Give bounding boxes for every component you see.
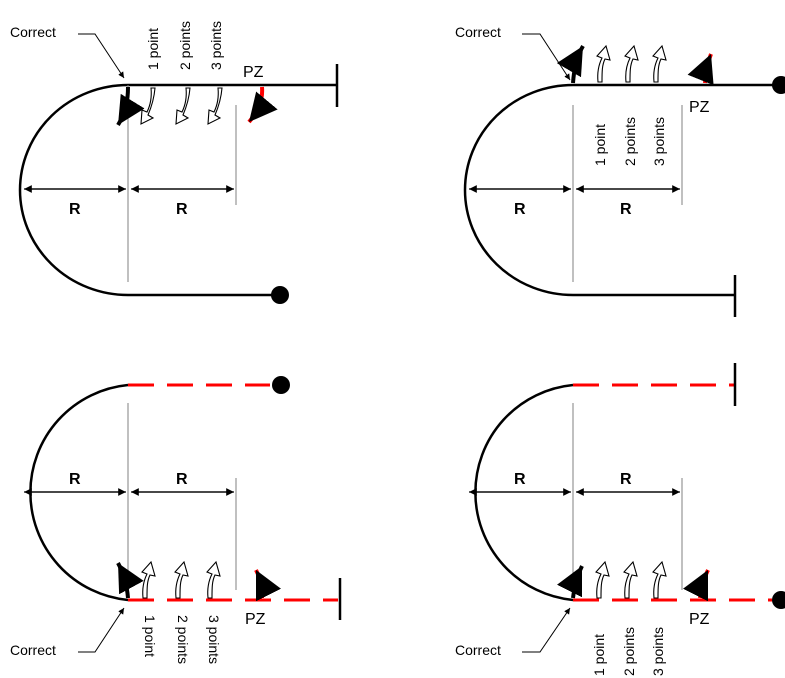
end-dot: [772, 591, 785, 609]
radius-label: R: [514, 471, 526, 488]
three-points-label: 3 points: [206, 615, 222, 664]
end-dot: [272, 376, 290, 394]
radius-label: R: [514, 201, 526, 218]
one-point-label: 1 point: [142, 615, 158, 657]
radius-label: R: [620, 201, 632, 218]
three-points-arrow: [206, 561, 221, 599]
correct-pointer: [522, 607, 571, 653]
pz-label: PZ: [245, 611, 266, 628]
one-point-label: 1 point: [591, 634, 607, 676]
penalty-arrow: [254, 569, 282, 602]
three-points-arrow: [652, 561, 667, 599]
panel-top-left: R R PZ Correct 1 point 2 points 3 points: [10, 21, 339, 304]
penalty-arrow: [687, 53, 714, 86]
three-points-label: 3 points: [208, 21, 224, 70]
pz-label: PZ: [689, 611, 710, 628]
pz-label: PZ: [243, 64, 264, 81]
panel-top-right: R R PZ Correct 1 point 2 points 3 points: [455, 24, 785, 317]
two-points-label: 2 points: [621, 627, 637, 676]
three-points-label: 3 points: [650, 627, 666, 676]
end-dot: [271, 286, 289, 304]
correct-arrow: [556, 44, 585, 84]
radius-label: R: [69, 471, 81, 488]
correct-arrow: [556, 565, 584, 599]
two-points-label: 2 points: [175, 615, 191, 664]
correct-pointer: [78, 607, 125, 653]
one-point-label: 1 point: [145, 28, 161, 70]
one-point-label: 1 point: [592, 124, 608, 166]
three-points-arrow: [652, 45, 667, 83]
pz-label: PZ: [689, 99, 710, 116]
two-points-arrow: [175, 87, 191, 125]
panel-bottom-left: R R PZ Correct 1 point 2 points 3 points: [10, 376, 342, 664]
one-point-arrow: [141, 561, 156, 599]
correct-pointer: [522, 33, 571, 81]
panel-bottom-right: R R PZ Correct 1 point 2 points 3 points: [455, 363, 785, 676]
track-curve: [463, 83, 780, 297]
radius-label: R: [176, 471, 188, 488]
two-points-label: 2 points: [177, 21, 193, 70]
track-curve: [18, 83, 337, 297]
two-points-label: 2 points: [622, 117, 638, 166]
three-points-arrow: [207, 87, 223, 125]
one-point-arrow: [596, 45, 611, 83]
two-points-arrow: [623, 561, 638, 599]
one-point-arrow: [140, 87, 156, 125]
one-point-arrow: [595, 561, 610, 599]
correct-arrow: [116, 562, 144, 599]
two-points-arrow: [624, 45, 639, 83]
radius-label: R: [620, 471, 632, 488]
radius-label: R: [176, 201, 188, 218]
two-points-arrow: [174, 561, 189, 599]
penalty-arrow: [247, 86, 278, 124]
penalty-arrow: [682, 569, 710, 602]
correct-label: Correct: [455, 642, 501, 658]
three-points-label: 3 points: [651, 117, 667, 166]
correct-label: Correct: [455, 24, 501, 40]
correct-label: Correct: [10, 642, 56, 658]
correct-arrow: [116, 86, 145, 127]
correct-pointer: [78, 33, 125, 79]
correct-label: Correct: [10, 24, 56, 40]
end-dot: [772, 76, 785, 94]
radius-label: R: [69, 201, 81, 218]
